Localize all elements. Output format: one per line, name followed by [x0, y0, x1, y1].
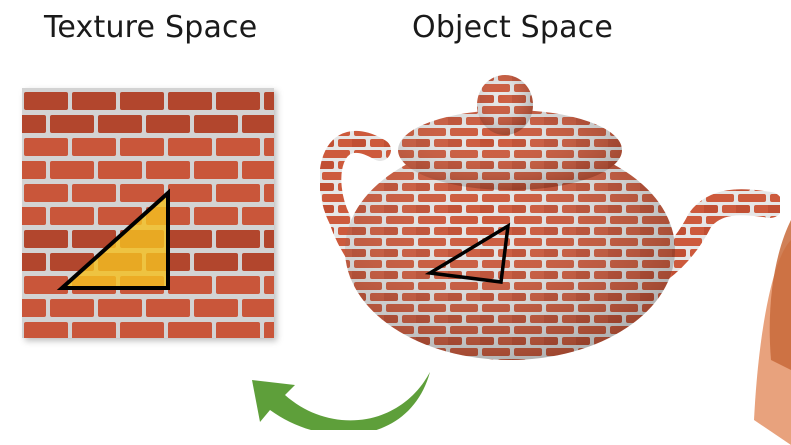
brick-teapot	[320, 60, 780, 380]
texture-image	[22, 88, 274, 338]
object-space-title: Object Space	[412, 10, 614, 45]
texture-space-title: Texture Space	[44, 10, 258, 45]
curved-arrow-left-icon	[240, 350, 440, 430]
presenter-partial	[736, 220, 791, 445]
